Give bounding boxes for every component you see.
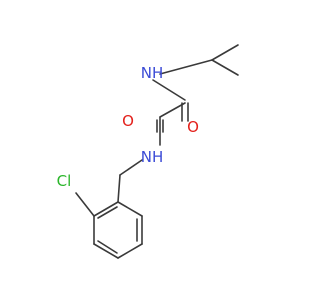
ring-bond-1 <box>93 201 119 217</box>
ring-bond-3 <box>93 243 119 259</box>
ring-bond-4 <box>117 243 143 259</box>
bond-ch-methyl-lower <box>211 59 239 76</box>
bond-carbonyl-carbonyl <box>159 102 186 118</box>
atom-o-left-label: O <box>122 112 134 130</box>
ring-inner-double-1 <box>97 206 118 219</box>
ring-inner-double-2 <box>97 240 118 254</box>
ring-bond-6 <box>117 201 143 217</box>
atom-o-right-label: O <box>187 118 199 136</box>
atom-n-mid-label: NH <box>141 148 164 166</box>
bond-nh-top-carbonyl <box>152 79 186 101</box>
atom-cl-label: Cl <box>57 172 72 190</box>
bond-ch-nh-top <box>159 59 213 75</box>
bond-ring-cl <box>75 192 95 217</box>
bond-ch-methyl-upper <box>211 44 239 61</box>
bond-nh-mid-ch2 <box>119 159 143 176</box>
chemical-structure-diagram: NH O O NH Cl <box>57 44 239 259</box>
bond-ch2-ring <box>117 174 121 203</box>
atom-n-top-label: NH <box>141 64 164 82</box>
